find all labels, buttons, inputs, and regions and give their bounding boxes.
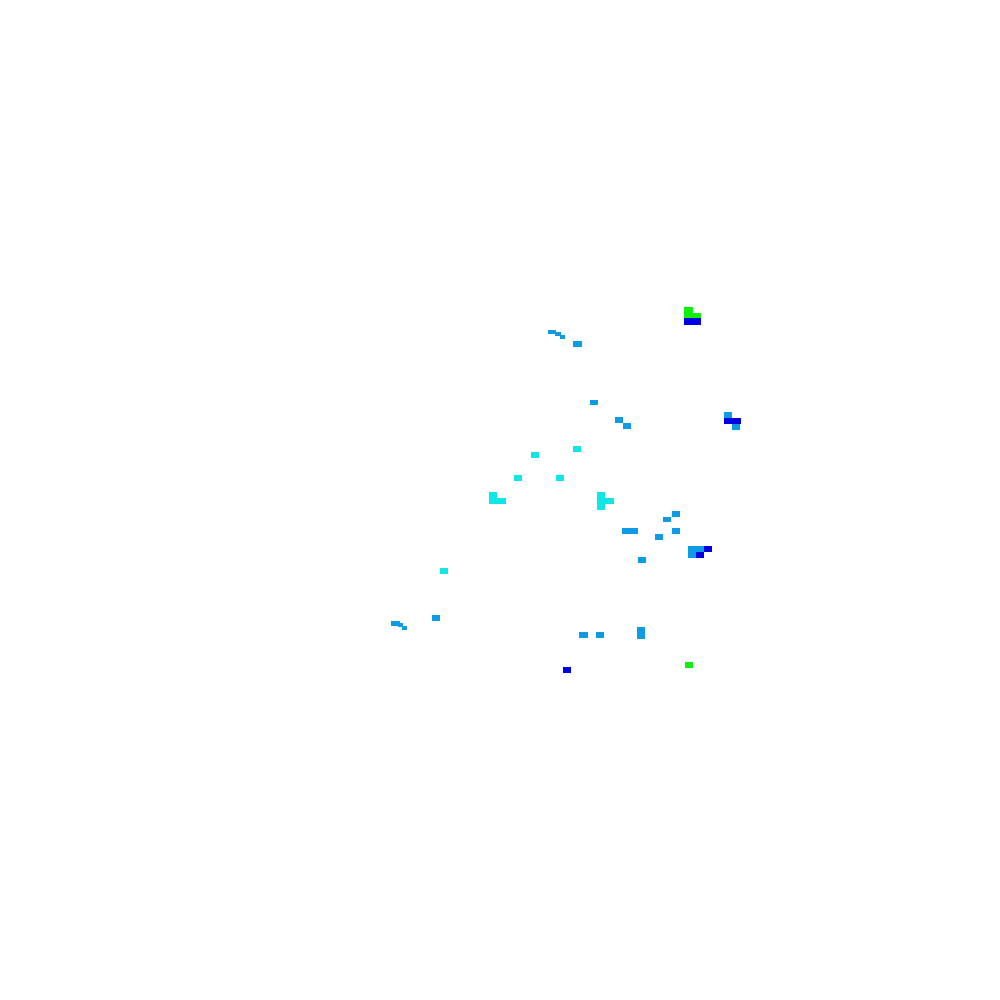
pixel-block-sky — [596, 632, 604, 638]
pixel-block-sky — [615, 417, 623, 423]
pixel-block-green — [684, 313, 701, 318]
pixel-block-blue — [563, 667, 571, 673]
pixel-block-cyan — [597, 492, 605, 498]
pixel-block-sky — [622, 528, 638, 534]
pixel-block-blue — [724, 418, 741, 424]
pixel-block-sky — [548, 330, 556, 334]
pixel-block-cyan — [440, 568, 448, 574]
pixel-block-sky — [637, 627, 645, 633]
pixel-block-sky — [590, 400, 598, 405]
pixel-block-sky — [663, 517, 671, 522]
pixel-block-sky — [732, 424, 740, 430]
pixel-block-sky — [579, 632, 588, 638]
pixel-block-cyan — [597, 504, 605, 510]
pixel-block-sky — [638, 557, 646, 563]
pixel-block-sky — [688, 546, 705, 552]
pixel-block-blue — [696, 552, 704, 558]
pixel-block-green — [685, 662, 693, 668]
pixel-block-blue — [704, 546, 712, 552]
pixel-block-cyan — [556, 475, 564, 481]
pixel-block-cyan — [514, 475, 522, 481]
pixel-block-cyan — [489, 492, 497, 498]
pixel-block-cyan — [489, 498, 506, 504]
pixel-block-sky — [432, 615, 440, 621]
pixel-block-sky — [637, 633, 645, 639]
pixel-block-sky — [672, 528, 680, 534]
pixel-block-sky — [724, 412, 732, 418]
pixel-block-sky — [560, 335, 565, 339]
pixel-block-sky — [402, 626, 407, 630]
pixel-block-cyan — [597, 498, 614, 504]
pixel-block-sky — [398, 623, 403, 627]
pixel-block-sky — [573, 341, 582, 347]
pixel-block-sky — [623, 423, 631, 429]
pixel-block-sky — [688, 552, 696, 558]
pixel-block-cyan — [531, 452, 539, 458]
pixel-block-sky — [655, 534, 663, 540]
pixel-block-sky — [672, 511, 680, 517]
pixel-block-cyan — [573, 446, 581, 452]
pixel-block-sky — [391, 621, 400, 626]
pixel-block-green — [684, 307, 693, 313]
pixel-block-sky — [555, 332, 561, 336]
pixel-block-blue — [684, 318, 701, 325]
